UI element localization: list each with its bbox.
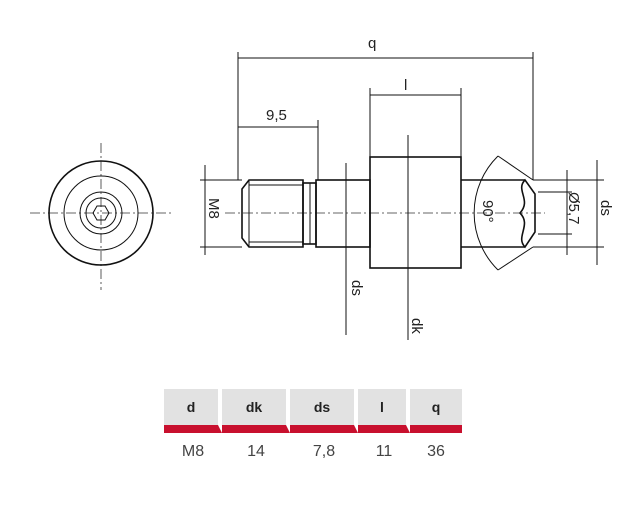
value-l: 11 — [375, 443, 393, 460]
end-view — [30, 143, 172, 290]
technical-drawing: q 9,5 l M8 ds dk 90° Ø5,7 ds — [30, 35, 614, 340]
value-q: 36 — [427, 443, 445, 460]
dimension-table: d dk ds l q M8 14 7,8 11 36 — [164, 389, 462, 462]
dim-m8: M8 — [205, 198, 222, 219]
value-d: M8 — [181, 443, 205, 460]
dim-angle: 90° — [479, 200, 496, 223]
dim-ds-left: ds — [348, 280, 365, 296]
header-d: d — [164, 389, 222, 433]
dimension-lines — [200, 52, 598, 340]
dim-l: l — [404, 77, 407, 94]
table-row: M8 14 7,8 11 36 — [164, 433, 462, 462]
dim-dk: dk — [408, 318, 425, 334]
header-dk: dk — [222, 389, 290, 433]
dim-q: q — [368, 35, 376, 52]
header-l: l — [358, 389, 410, 433]
header-ds: ds — [290, 389, 358, 433]
dim-ds-right: ds — [597, 200, 614, 216]
side-view — [225, 155, 604, 271]
dim-diameter: Ø5,7 — [565, 192, 582, 225]
table-header-row: d dk ds l q — [164, 389, 462, 433]
dim-9-5: 9,5 — [266, 107, 287, 124]
value-dk: 14 — [247, 443, 265, 460]
value-ds: 7,8 — [312, 443, 336, 460]
header-q: q — [410, 389, 462, 433]
